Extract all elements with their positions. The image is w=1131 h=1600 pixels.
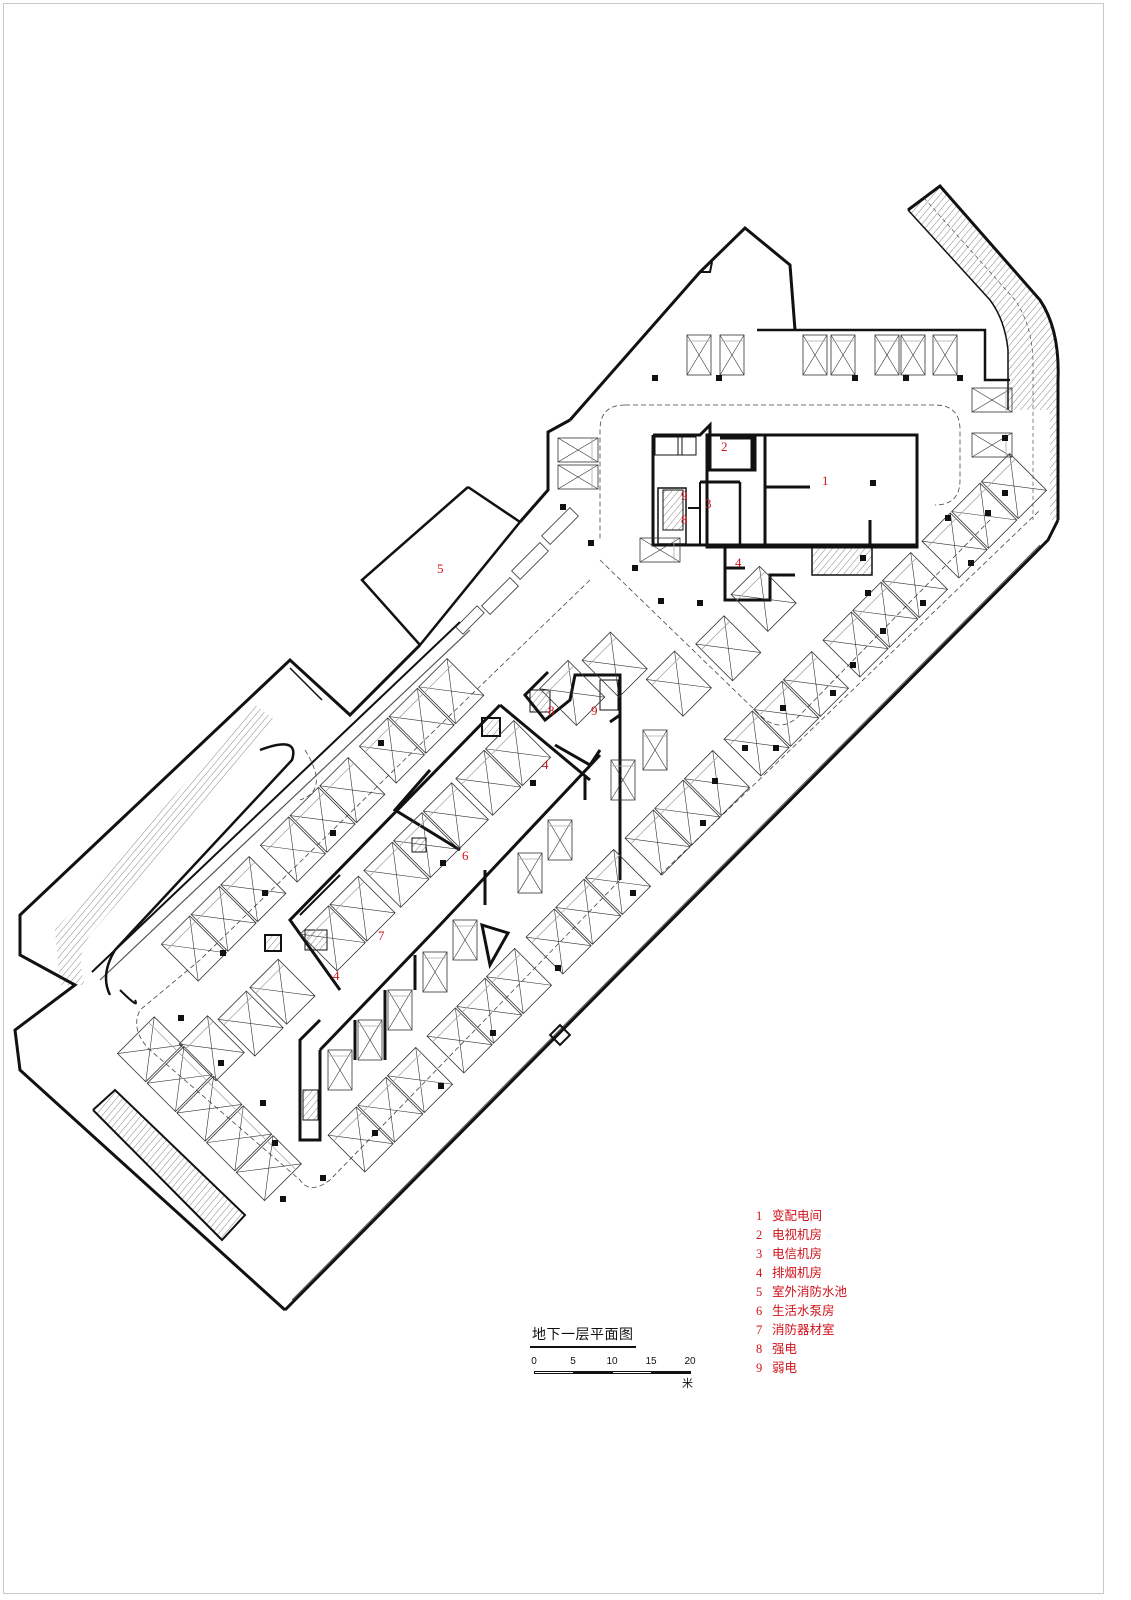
room-label-6: 6 <box>462 848 469 863</box>
bike-parking <box>455 507 579 635</box>
scale-tick-15: 15 <box>645 1356 657 1367</box>
room-label-2: 2 <box>721 439 728 454</box>
scale-bar: 0 5 10 15 20 米 <box>530 1356 705 1396</box>
scale-segment <box>612 1371 652 1374</box>
ramp-northeast <box>907 183 1060 520</box>
room-label-9-mid: 9 <box>591 703 598 718</box>
legend-item: 5 室外消防水池 <box>756 1284 847 1299</box>
room-label-4-south: 4 <box>333 968 340 983</box>
scale-tick-0: 0 <box>531 1356 537 1367</box>
ramp-southwest <box>92 1088 247 1242</box>
legend-item: 9 弱电 <box>756 1360 797 1375</box>
drive-aisle-lines <box>136 404 1041 1188</box>
room-label-5: 5 <box>437 561 444 576</box>
legend-item: 8 强电 <box>756 1341 797 1356</box>
ramp-west <box>55 705 295 1005</box>
legend-item: 2 电视机房 <box>756 1227 822 1242</box>
scale-tick-10: 10 <box>606 1356 618 1367</box>
legend-item: 3 电信机房 <box>756 1246 822 1261</box>
service-block <box>264 670 622 1142</box>
scale-tick-5: 5 <box>570 1356 576 1367</box>
room-label-8-mid: 8 <box>548 703 555 718</box>
room-legend: 1 变配电间 2 电视机房 3 电信机房 4 排烟机房 5 室外消防水池 6 生… <box>756 1206 847 1377</box>
legend-item: 4 排烟机房 <box>756 1265 822 1280</box>
columns <box>178 375 1008 1202</box>
shaft <box>548 1023 572 1047</box>
core-rooms <box>651 421 919 602</box>
scale-tick-20: 20 <box>684 1356 696 1367</box>
drawing-title-block: 地下一层平面图 <box>530 1324 636 1348</box>
scale-segment <box>573 1371 613 1374</box>
room-label-4-mid: 4 <box>542 757 549 772</box>
room-label-7: 7 <box>378 928 385 943</box>
room-label-4-core: 4 <box>735 555 742 570</box>
room-label-1: 1 <box>822 473 829 488</box>
legend-item: 1 变配电间 <box>756 1208 822 1223</box>
room-label-9-core: 9 <box>681 488 688 503</box>
drawing-title: 地下一层平面图 <box>530 1324 636 1348</box>
room-label-3: 3 <box>705 496 712 511</box>
legend-item: 7 消防器材室 <box>756 1322 835 1337</box>
scale-unit: 米 <box>682 1377 693 1390</box>
outer-walls <box>13 225 1060 1312</box>
scale-segment <box>651 1371 691 1374</box>
page-border <box>3 3 1104 1594</box>
parking-stalls <box>117 334 1047 1202</box>
room-label-8-core: 8 <box>681 512 688 527</box>
scale-segment <box>534 1371 574 1374</box>
legend-item: 6 生活水泵房 <box>756 1303 835 1318</box>
